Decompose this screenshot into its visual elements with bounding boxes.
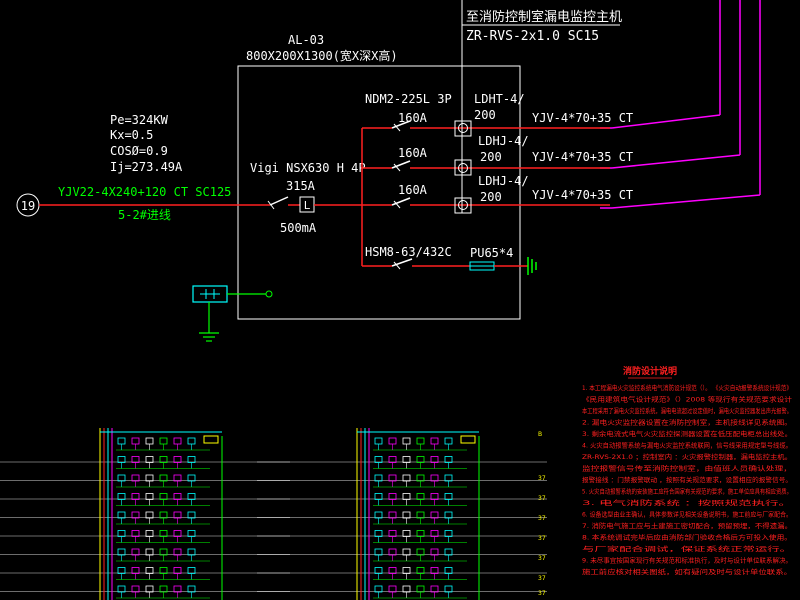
- incoming-node-id: 19: [21, 199, 35, 213]
- notes-line: 3. 剩余电流式电气火灾监控探测器设置在低压配电柜总出线处。: [582, 429, 792, 438]
- notes-line: 与厂家配合调试，保证系统正常运行。: [582, 544, 792, 553]
- floor-label: 37: [538, 555, 546, 562]
- main-breaker-symbol: L: [267, 196, 362, 213]
- floor-label: 37: [538, 495, 546, 502]
- param-kx: Kx=0.5: [110, 128, 153, 142]
- branch-1-cable: YJV-4*70+35 CT: [532, 111, 633, 125]
- notes-line: 6. 设备选型由业主确认，具体参数详见相关设备说明书，施工前应与厂家配合。: [582, 510, 792, 519]
- floor-label: 37: [538, 575, 546, 582]
- notes-line: ZR-RVS-2X1.0 ；控制室内 ：火灾报警控制器，漏电监控主机。: [582, 452, 792, 461]
- monitor-2-rating: 200: [480, 150, 502, 164]
- spd-device: PU65*4: [470, 246, 513, 260]
- floor-label: B: [538, 431, 542, 438]
- notes-line: 1. 本工程漏电火灾监控系统电气消防设计规范（）。 《火灾自动报警系统设计规范》: [582, 383, 792, 392]
- notes-line: 监控报警信号传至消防控制室，由值班人员确认处理，: [582, 464, 792, 473]
- notes-line: 4. 火灾自动报警系统与漏电火灾监控系统联网，信号线采用规定型号线缆。: [582, 441, 792, 450]
- branch-1-breaker: NDM2-225L 3P: [365, 92, 452, 106]
- notes-line: 报警接线 ：门禁报警联动 ，按照有关规范要求，设置相应的报警信号。: [582, 475, 792, 484]
- main-breaker-rating: 315A: [286, 179, 316, 193]
- notes-line: 3. 电气消防系统 ：按照规范执行。: [582, 498, 792, 507]
- main-breaker-model: Vigi NSX630 H 4P: [250, 161, 366, 175]
- notes-line: 本工程采用了漏电火灾监控系统，漏电电流超过设定值时，漏电火灾监控器发出声光报警。: [582, 406, 792, 415]
- floor-label: 37: [538, 535, 546, 542]
- notes-line: 8. 本系统调试完毕后应由消防部门验收合格后方可投入使用。: [582, 533, 792, 542]
- notes-line: 施工前应核对相关图纸，如有疑问及时与设计单位联系。: [582, 567, 792, 576]
- pe-ground-bar: [192, 285, 273, 342]
- floor-label: 37: [538, 590, 546, 597]
- monitor-3: [454, 197, 472, 214]
- monitor-1-model: LDHT-4/: [474, 92, 525, 106]
- incoming-cable: YJV22-4X240+120 CT SC125: [58, 185, 231, 199]
- riser-diagram-left: [0, 428, 290, 600]
- floor-labels: B 37 37 37 37 37 37 37: [538, 431, 546, 597]
- monitor-1-rating: 200: [474, 108, 496, 122]
- branch-2: [362, 160, 610, 172]
- spd-breaker: HSM8-63/432C: [365, 245, 452, 259]
- monitor-2-model: LDHJ-4/: [478, 134, 529, 148]
- branch-1-rating: 160A: [398, 111, 428, 125]
- notes-line: 7. 消防电气施工应与土建施工密切配合，预留预埋，不得遗漏。: [582, 521, 792, 530]
- notes-line: 2. 漏电火灾监控器设置在消防控制室，主机接线详见系统图。: [582, 418, 792, 427]
- notes-line: 5. 火灾自动报警系统的安装施工应符合国家有关规范的要求，施工单位应具有相应资质…: [582, 487, 792, 496]
- branch-1: [362, 120, 610, 132]
- riser-diagram-right: [257, 428, 547, 600]
- main-breaker-leakage: 500mA: [280, 221, 317, 235]
- branch-2-cable: YJV-4*70+35 CT: [532, 150, 633, 164]
- panel-size: 800X200X1300(宽X深X高): [246, 48, 398, 63]
- branch-2-rating: 160A: [398, 146, 428, 160]
- notes-lines: 1. 本工程漏电火灾监控系统电气消防设计规范（）。 《火灾自动报警系统设计规范》…: [582, 383, 793, 576]
- monitor-1: [454, 120, 472, 137]
- monitor-3-model: LDHJ-4/: [478, 174, 529, 188]
- top-right-bus-lines: [600, 0, 761, 209]
- param-cos: COSØ=0.9: [110, 144, 168, 158]
- param-pe: Pe=324KW: [110, 113, 169, 127]
- panel-box: [237, 65, 521, 320]
- panel-name: AL-03: [288, 33, 324, 47]
- param-ij: Ij=273.49A: [110, 160, 183, 174]
- monitor-3-rating: 200: [480, 190, 502, 204]
- branch-3-rating: 160A: [398, 183, 428, 197]
- notes-line: 9. 未尽事宜按国家现行有关规范和标准执行，及时与设计单位联系解决。: [582, 556, 792, 565]
- main-breaker-box-label: L: [304, 199, 311, 212]
- notes-title: 消防设计说明: [623, 365, 677, 377]
- floor-label: 37: [538, 515, 546, 522]
- monitor-2: [454, 159, 472, 176]
- branch-3: [362, 197, 610, 209]
- signal-cable-label: ZR-RVS-2x1.0 SC15: [466, 29, 599, 44]
- spd-branch: [362, 257, 537, 275]
- branch-3-cable: YJV-4*70+35 CT: [532, 188, 633, 202]
- fire-control-label: 至消防控制室漏电监控主机: [466, 9, 622, 25]
- incoming-label: 5-2#进线: [118, 208, 171, 222]
- notes-line: 《民用建筑电气设计规范》（）2008 等现行有关规范要求设计: [582, 395, 793, 404]
- floor-label: 37: [538, 475, 546, 482]
